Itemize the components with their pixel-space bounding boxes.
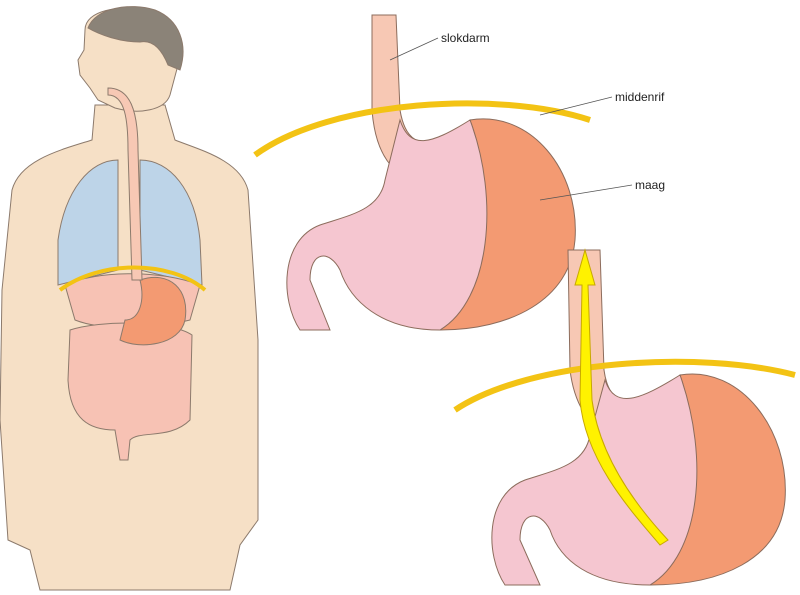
reflux-diaphragm <box>453 358 796 413</box>
hair-icon <box>87 6 184 71</box>
normal-stomach <box>253 14 591 331</box>
human-figure <box>0 6 259 591</box>
label-diaphragm: middenrif <box>615 90 665 104</box>
stomach-body <box>286 118 488 331</box>
body-diaphragm <box>58 265 207 292</box>
body-esophagus <box>107 87 143 281</box>
diaphragm <box>253 100 591 158</box>
reflux-stomach-body <box>491 374 698 586</box>
leader-lines <box>389 37 633 201</box>
reflux-arrow-icon <box>574 248 669 546</box>
label-esophagus: slokdarm <box>441 31 490 45</box>
reflux-stomach <box>453 248 796 586</box>
right-lung <box>139 159 203 286</box>
body-stomach <box>119 276 187 346</box>
left-lung <box>57 159 119 286</box>
label-stomach: maag <box>635 178 666 192</box>
